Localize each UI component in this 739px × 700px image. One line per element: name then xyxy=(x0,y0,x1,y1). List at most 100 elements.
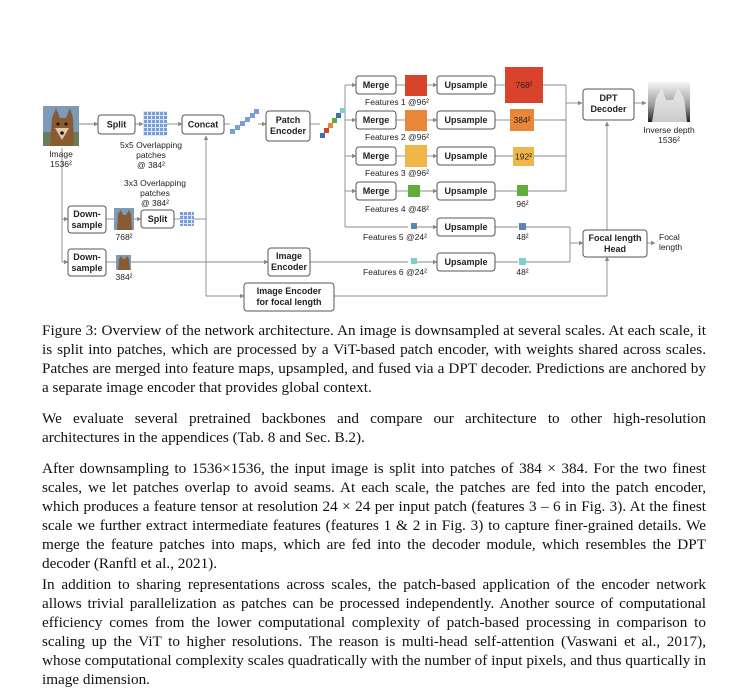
overlap3-line2: patches xyxy=(140,188,170,198)
output-swatch-3 xyxy=(513,147,534,166)
downsample1-line1: Down- xyxy=(73,209,101,219)
downsample-block-1 xyxy=(67,205,107,234)
figure-caption: Figure 3: Overview of the network archit… xyxy=(42,321,706,397)
architecture-figure: Image 1536² Split 5x5 Overlapping patche… xyxy=(43,67,695,312)
patch-stack xyxy=(230,109,259,134)
output-swatch-2 xyxy=(510,109,534,131)
merge-label-4: Merge xyxy=(363,186,390,196)
output-size-6: 48² xyxy=(516,267,528,277)
image-encoder-line1: Image xyxy=(276,251,302,261)
focal-head-line1: Focal length xyxy=(588,233,641,243)
output-swatch-1 xyxy=(505,67,543,103)
paragraph-2: After downsampling to 1536×1536, the inp… xyxy=(42,459,706,573)
downsample-block-2 xyxy=(67,248,107,277)
overlapping-patches-grid xyxy=(143,111,167,136)
overlap5-line3: @ 384² xyxy=(137,160,165,170)
patch-encoder-line1: Patch xyxy=(276,115,301,125)
size-384-label: 384² xyxy=(115,272,132,282)
encoded-patch-stack xyxy=(320,108,345,138)
overlapping-patches-grid-2 xyxy=(180,212,194,226)
concat-block xyxy=(181,114,225,135)
upsample-label-2: Upsample xyxy=(444,115,487,125)
merge-block-2 xyxy=(355,110,397,130)
concat-label: Concat xyxy=(188,120,219,130)
upsample-block-5 xyxy=(436,217,496,237)
upsample-label-6: Upsample xyxy=(444,257,487,267)
output-swatch-5 xyxy=(519,223,526,230)
focal-encoder-line1: Image Encoder xyxy=(257,286,322,296)
inverse-depth-size: 1536² xyxy=(658,135,680,145)
output-size-5: 48² xyxy=(516,232,528,242)
upsample-block-4 xyxy=(436,181,496,201)
focal-length-head-block xyxy=(582,229,648,258)
downsampled-image-768 xyxy=(114,208,134,230)
inverse-depth-label: Inverse depth xyxy=(643,125,695,135)
split-block xyxy=(97,114,136,135)
feature-label-6: Features 6 @24² xyxy=(363,267,427,277)
overlap3-line3: @ 384² xyxy=(141,198,169,208)
upsample-label-1: Upsample xyxy=(444,80,487,90)
paragraph-2-text: After downsampling to 1536×1536, the inp… xyxy=(42,460,706,572)
merge-block-1 xyxy=(355,75,397,95)
split-label: Split xyxy=(107,120,127,130)
output-size-3: 192² xyxy=(515,152,532,162)
split2-label: Split xyxy=(148,214,168,224)
image-encoder-block xyxy=(267,247,311,277)
image-label: Image xyxy=(49,149,73,159)
overlap5-line1: 5x5 Overlapping xyxy=(120,140,182,150)
output-swatch-6 xyxy=(519,258,526,265)
overlap3-line1: 3x3 Overlapping xyxy=(124,178,186,188)
feature-label-1: Features 1 @96² xyxy=(365,97,429,107)
merge-label-2: Merge xyxy=(363,115,390,125)
output-size-1: 768² xyxy=(515,80,532,90)
upsample-block-3 xyxy=(436,146,496,166)
image-encoder-line2: Encoder xyxy=(271,262,308,272)
feature-swatch-3 xyxy=(405,145,427,167)
connector-lines xyxy=(61,82,656,299)
merge-block-3 xyxy=(355,146,397,166)
upsample-block-2 xyxy=(436,110,496,130)
focal-output-line2: length xyxy=(659,242,682,252)
paragraph-3: In addition to sharing representations a… xyxy=(42,575,706,689)
split-block-2 xyxy=(140,209,175,229)
feature-label-2: Features 2 @96² xyxy=(365,132,429,142)
downsample2-line2: sample xyxy=(71,263,102,273)
overlap5-line2: patches xyxy=(136,150,166,160)
dpt-decoder-block xyxy=(582,88,635,121)
input-image xyxy=(43,106,79,146)
upsample-block-1 xyxy=(436,75,496,95)
merge-block-4 xyxy=(355,181,397,201)
output-size-4: 96² xyxy=(516,199,528,209)
focal-encoder-line2: for focal length xyxy=(257,297,322,307)
upsample-label-5: Upsample xyxy=(444,222,487,232)
feature-swatch-4 xyxy=(408,185,420,197)
feature-label-3: Features 3 @96² xyxy=(365,168,429,178)
patch-encoder-block xyxy=(265,110,311,142)
image-size-label: 1536² xyxy=(50,159,72,169)
downsample1-line2: sample xyxy=(71,220,102,230)
feature-swatch-2 xyxy=(405,110,427,131)
paragraph-3-text: In addition to sharing representations a… xyxy=(42,576,706,688)
downsample2-line1: Down- xyxy=(73,252,101,262)
feature-swatch-6 xyxy=(411,258,417,264)
feature-swatch-1 xyxy=(405,75,427,96)
feature-swatch-5 xyxy=(411,223,417,229)
figure-caption-text: Figure 3: Overview of the network archit… xyxy=(42,322,706,396)
paragraph-1: We evaluate several pretrained backbones… xyxy=(42,409,706,447)
focal-head-line2: Head xyxy=(604,244,626,254)
focal-output-line1: Focal xyxy=(659,232,680,242)
merge-label-1: Merge xyxy=(363,80,390,90)
output-size-2: 384² xyxy=(513,115,530,125)
feature-label-5: Features 5 @24² xyxy=(363,232,427,242)
upsample-block-6 xyxy=(436,252,496,272)
downsampled-image-384 xyxy=(116,255,131,270)
feature-label-4: Features 4 @48² xyxy=(365,204,429,214)
output-swatch-4 xyxy=(517,185,528,196)
size-768-label: 768² xyxy=(115,232,132,242)
upsample-label-4: Upsample xyxy=(444,186,487,196)
merge-label-3: Merge xyxy=(363,151,390,161)
paragraph-1-text: We evaluate several pretrained backbones… xyxy=(42,410,706,446)
patch-encoder-line2: Encoder xyxy=(270,126,307,136)
upsample-label-3: Upsample xyxy=(444,151,487,161)
focal-image-encoder-block xyxy=(243,282,335,312)
